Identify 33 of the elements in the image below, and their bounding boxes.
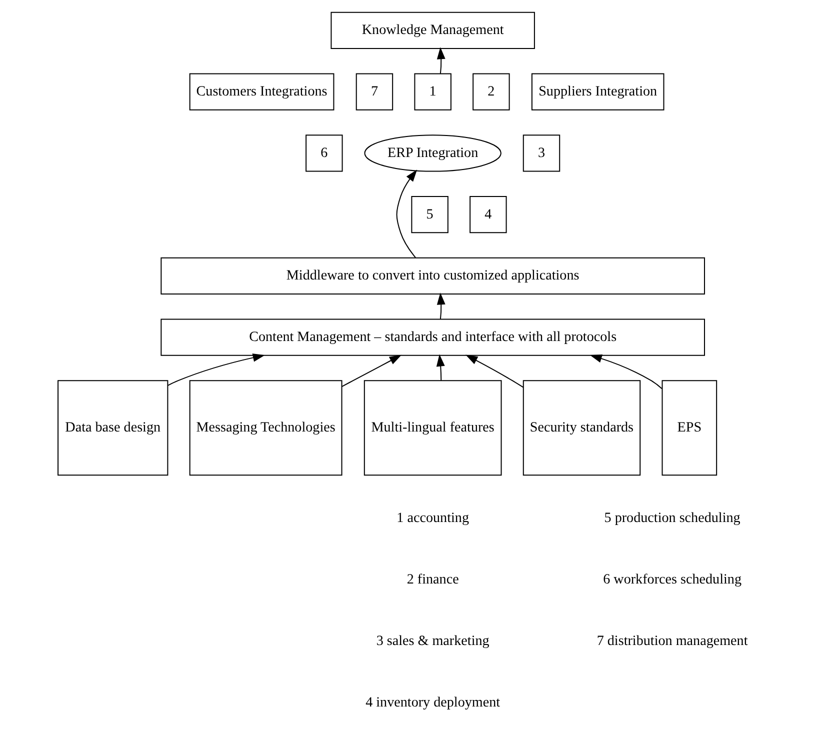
node-box: Security standards bbox=[522, 380, 641, 476]
node-box: Content Management – standards and interface with all protocols bbox=[160, 318, 705, 356]
node-box: 3 bbox=[522, 134, 560, 172]
node-box: Knowledge Management bbox=[330, 12, 535, 50]
arrow bbox=[436, 292, 446, 320]
label: 5 production scheduling bbox=[604, 510, 740, 526]
arrow bbox=[342, 354, 402, 387]
node-box: 7 bbox=[356, 73, 394, 110]
arrow bbox=[168, 354, 265, 386]
label: 2 finance bbox=[406, 572, 459, 588]
node-ellipse: ERP Integration bbox=[364, 134, 502, 172]
node-box: 2 bbox=[472, 73, 510, 110]
label: 3 sales & marketing bbox=[376, 632, 490, 649]
node-box: Middleware to convert into customized applications bbox=[160, 257, 705, 295]
node-box: EPS bbox=[662, 380, 718, 476]
node-box: Messaging Technologies bbox=[189, 380, 342, 476]
label: 1 accounting bbox=[396, 510, 469, 526]
node-box: 6 bbox=[306, 134, 343, 172]
arrow bbox=[436, 354, 445, 380]
arrow bbox=[466, 354, 524, 388]
node-box: 1 bbox=[414, 73, 452, 110]
label: 7 distribution management bbox=[596, 632, 748, 649]
label: 6 workforces scheduling bbox=[603, 572, 742, 588]
node-box: Multi-lingual features bbox=[364, 380, 502, 476]
arrow bbox=[436, 47, 446, 74]
node-box: Data base design bbox=[58, 380, 168, 476]
node-box: 5 bbox=[411, 196, 448, 234]
arrow bbox=[396, 170, 418, 258]
arrow bbox=[590, 354, 662, 389]
label: 4 inventory deployment bbox=[366, 694, 500, 710]
node-box: 4 bbox=[470, 196, 507, 234]
node-box: Customers Integrations bbox=[189, 73, 334, 110]
node-box: Suppliers Integration bbox=[531, 73, 664, 110]
